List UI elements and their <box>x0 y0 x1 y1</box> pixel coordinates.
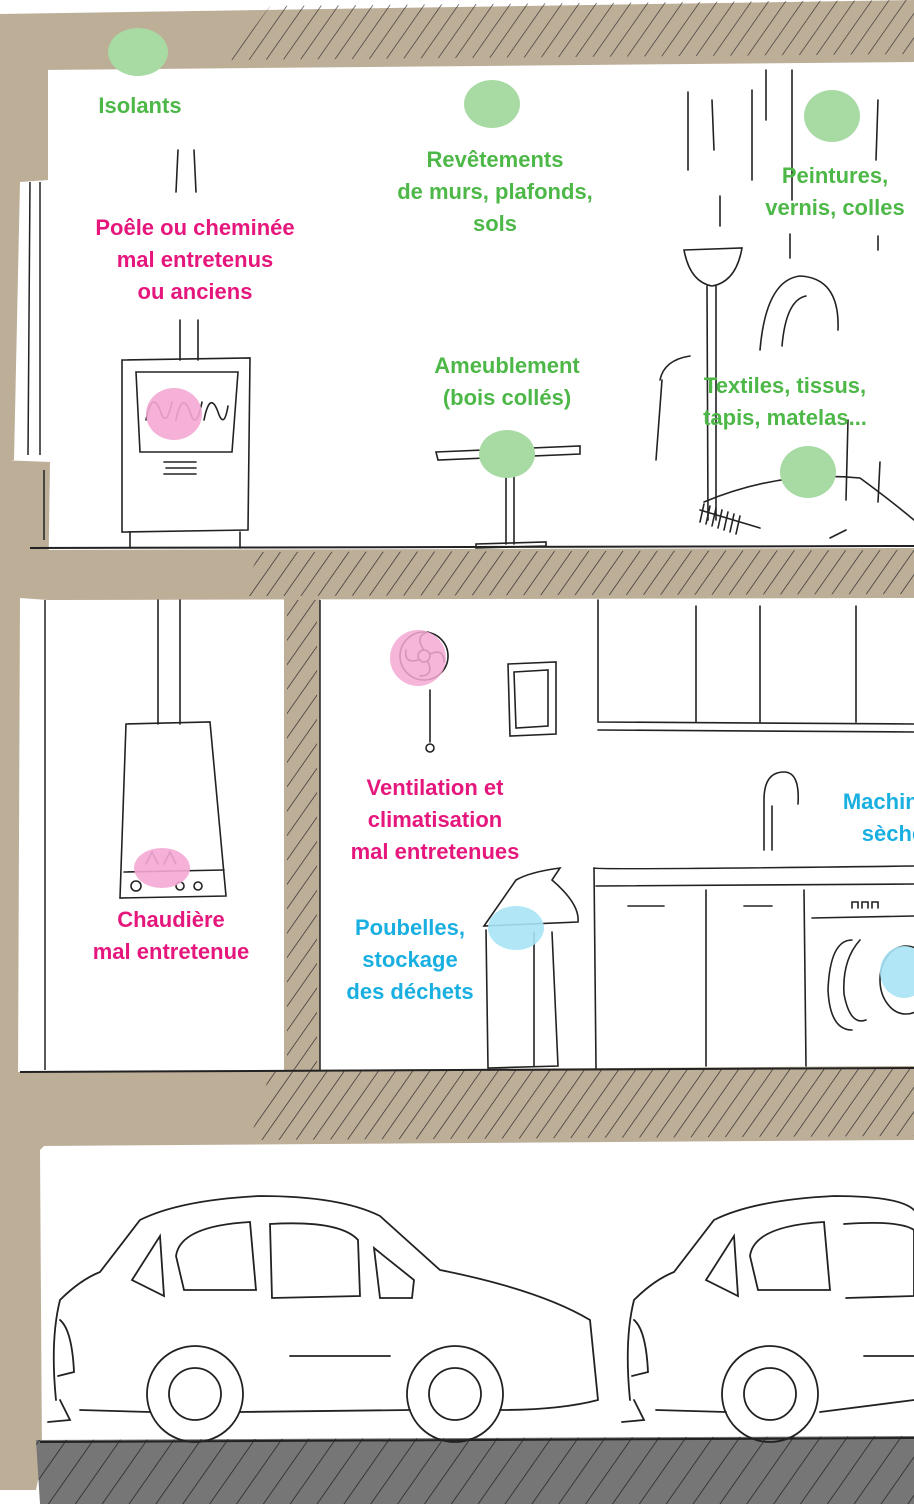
green-blob-peintures <box>804 90 860 142</box>
label-ameublement: Ameublement (bois collés) <box>392 350 622 414</box>
label-revetements: Revêtements de murs, plafonds, sols <box>360 144 630 240</box>
green-blob-textiles <box>780 446 836 498</box>
label-textiles: Textiles, tissus, tapis, matelas... <box>670 370 900 434</box>
label-peintures: Peintures, vernis, colles <box>740 160 914 224</box>
garage <box>48 1196 914 1442</box>
faucet <box>764 772 798 850</box>
car-left <box>48 1196 598 1442</box>
pink-blob-ventilation <box>390 630 446 686</box>
stove <box>122 358 250 548</box>
left-wall-top <box>0 40 48 462</box>
label-isolants: Isolants <box>60 90 220 122</box>
label-poubelles: Poubelles, stockage des déchets <box>320 912 500 1008</box>
green-blob-ameublement <box>479 430 535 478</box>
label-machines: Machines sèche <box>818 786 914 850</box>
green-blob-revetements <box>464 80 520 128</box>
car-right <box>622 1196 914 1442</box>
label-chaudiere: Chaudière mal entretenue <box>56 904 286 968</box>
blue-blob-machines <box>880 946 914 998</box>
pink-blob-chaudiere <box>134 848 190 888</box>
pink-blob-poele <box>146 388 202 440</box>
wall-frame <box>508 662 556 736</box>
upper-cabinets <box>598 600 914 732</box>
label-poele: Poêle ou cheminée mal entretenus ou anci… <box>60 212 330 308</box>
label-ventilation: Ventilation et climatisation mal entrete… <box>310 772 560 868</box>
green-blob-isolants <box>108 28 168 76</box>
lower-cabinets <box>594 866 914 1068</box>
